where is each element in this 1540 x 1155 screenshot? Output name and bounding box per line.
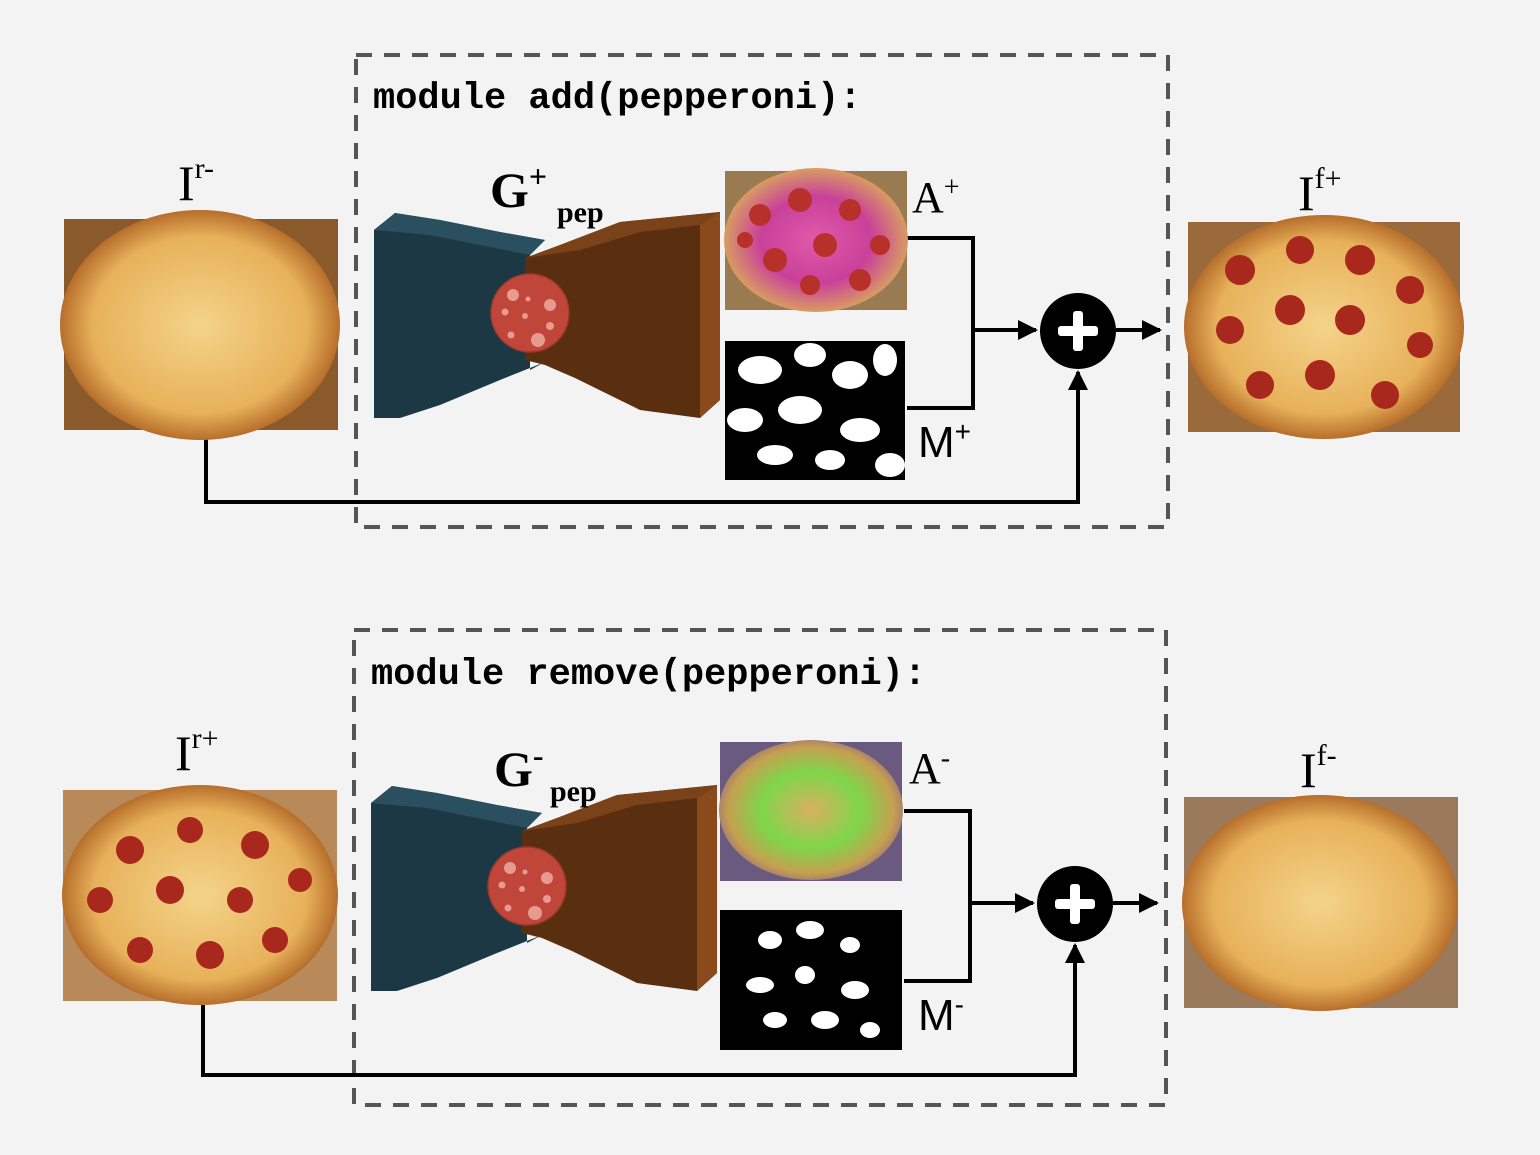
input-image	[60, 210, 340, 440]
mask-label: M-	[918, 989, 964, 1040]
mask-label: M+	[918, 416, 971, 467]
input-image	[62, 785, 338, 1005]
module-remove: module remove(pepperoni): Ir+ G-pep A- M…	[62, 628, 1458, 1107]
output-label: If+	[1298, 162, 1342, 221]
generator-label: G+pep	[490, 158, 604, 229]
attention-label: A-	[909, 743, 950, 793]
mask-image	[720, 910, 902, 1050]
attention-image	[724, 168, 908, 312]
module-box	[354, 53, 1170, 529]
output-image	[1184, 215, 1464, 439]
module-add: module add(pepperoni): Ir- G+pep A+ M+ I…	[60, 53, 1464, 529]
module-title: module remove(pepperoni):	[371, 654, 926, 696]
output-label: If-	[1300, 739, 1337, 798]
module-title: module add(pepperoni):	[373, 78, 861, 120]
input-label: Ir-	[178, 152, 214, 211]
input-label: Ir+	[175, 722, 219, 781]
mask-image	[725, 341, 905, 480]
attention-image	[719, 740, 903, 881]
module-box	[352, 628, 1168, 1107]
attention-label: A+	[912, 172, 960, 222]
generator-label: G-pep	[494, 737, 597, 808]
output-image	[1182, 795, 1458, 1011]
